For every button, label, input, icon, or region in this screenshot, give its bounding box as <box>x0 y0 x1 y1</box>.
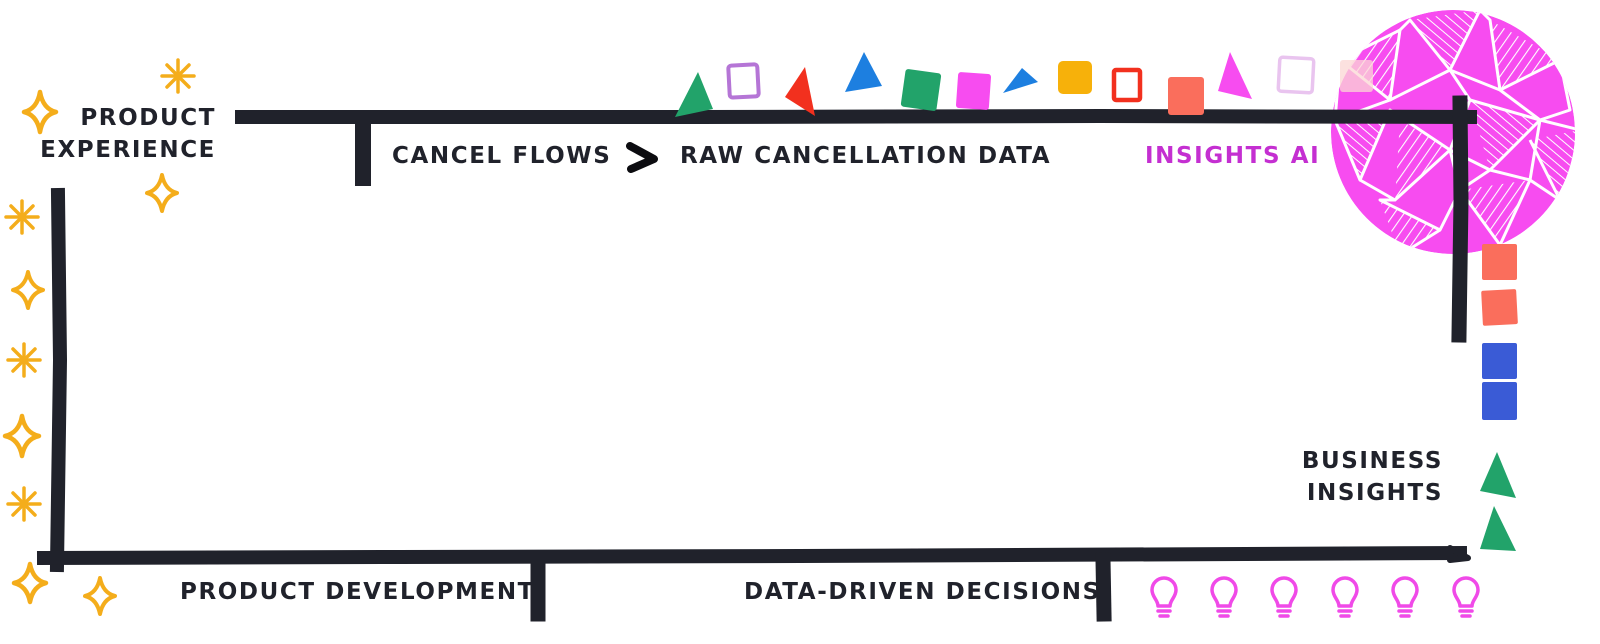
sparkle-icon <box>145 173 179 213</box>
triangle-icon <box>1480 452 1516 498</box>
node-business-insights: BUSINESS INSIGHTS <box>1290 445 1443 509</box>
sparkle-icon <box>11 270 45 310</box>
triangle-icon <box>1480 506 1516 551</box>
square-icon <box>955 72 992 110</box>
node-business-insights-line1: BUSINESS <box>1301 448 1443 474</box>
node-product-experience-line1: PRODUCT <box>80 105 216 131</box>
triangle-icon <box>845 52 882 92</box>
triangle-icon <box>675 72 713 117</box>
node-business-insights-line2: INSIGHTS <box>1306 480 1443 506</box>
bottom-tick-2 <box>1095 552 1112 622</box>
square-icon <box>1481 289 1518 326</box>
top-shapes <box>675 52 1373 117</box>
bottom-flow-line <box>36 545 1468 566</box>
node-raw-cancellation-data: RAW CANCELLATION DATA <box>680 143 1052 169</box>
sparkle-icon <box>21 89 59 135</box>
right-shapes <box>1480 244 1518 551</box>
chevron-right-icon <box>626 142 658 173</box>
node-data-driven-decisions: DATA-DRIVEN DECISIONS <box>744 579 1101 605</box>
lightbulb-icon <box>1150 576 1178 618</box>
square-icon <box>1482 382 1517 420</box>
triangle-icon <box>1003 68 1038 93</box>
flow-lines <box>36 95 1478 622</box>
top-flow-line <box>235 109 1478 125</box>
node-insights-ai: INSIGHTS AI <box>1145 143 1321 169</box>
asterisk-icon <box>4 199 40 235</box>
triangle-icon <box>1218 52 1252 99</box>
square-icon <box>1168 77 1204 115</box>
node-cancel-flows: CANCEL FLOWS <box>392 143 612 169</box>
lightbulb-icon <box>1210 576 1238 618</box>
asterisk-icon <box>160 58 196 94</box>
sparkle-icon <box>11 561 49 605</box>
node-product-experience-line2: EXPERIENCE <box>40 137 216 163</box>
node-product-experience: PRODUCT EXPERIENCE <box>40 102 216 166</box>
sparkle-icon <box>2 413 42 459</box>
lightbulb-icon <box>1452 576 1480 618</box>
lightbulb-row <box>1150 576 1480 618</box>
asterisk-icon <box>6 342 42 378</box>
square-icon <box>1111 67 1143 103</box>
lightbulb-icon <box>1331 576 1359 618</box>
bottom-right-cap <box>1447 545 1471 563</box>
right-flow-line <box>1451 95 1469 343</box>
sparkle-decorations <box>2 58 196 616</box>
sparkle-icon <box>83 576 117 616</box>
square-icon <box>1482 244 1517 280</box>
left-flow-line <box>49 187 67 573</box>
square-icon <box>1276 55 1316 95</box>
square-icon <box>900 69 942 111</box>
asterisk-icon <box>6 486 42 522</box>
lightbulb-icon <box>1391 576 1419 618</box>
square-icon <box>1058 61 1092 94</box>
square-icon <box>726 62 761 100</box>
node-product-development: PRODUCT DEVELOPMENT <box>180 579 535 605</box>
square-icon <box>1482 343 1517 379</box>
square-icon <box>1340 60 1373 92</box>
triangle-icon <box>785 67 815 116</box>
lightbulb-icon <box>1270 576 1298 618</box>
